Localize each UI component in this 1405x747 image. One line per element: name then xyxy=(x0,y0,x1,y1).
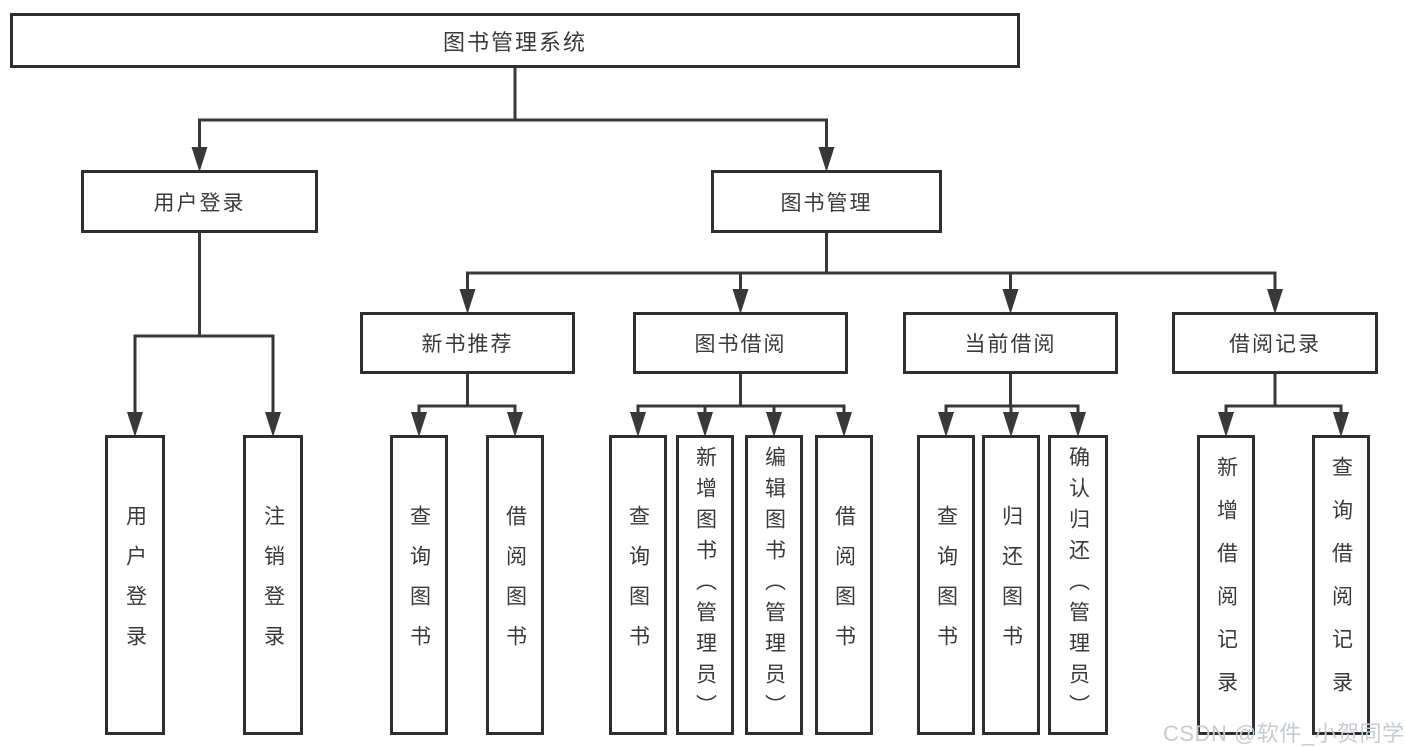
node-cur-query: 查询图书 xyxy=(917,435,975,735)
arrowhead-icon xyxy=(191,147,208,172)
arrowhead-icon xyxy=(1333,412,1349,437)
arrowhead-icon xyxy=(1002,289,1019,314)
node-login: 用户登录 xyxy=(81,170,318,233)
arrowhead-icon xyxy=(507,412,523,437)
node-bw-borrow: 借阅图书 xyxy=(815,435,873,735)
arrowhead-icon xyxy=(732,289,749,314)
node-cur-return: 归还图书 xyxy=(982,435,1040,735)
watermark: CSDN @软件_小贺同学 xyxy=(1163,721,1405,746)
node-records: 借阅记录 xyxy=(1172,312,1378,374)
node-rec2-query: 查询借阅记录 xyxy=(1312,435,1370,735)
arrowhead-icon xyxy=(1003,412,1019,437)
arrowhead-icon xyxy=(411,412,427,437)
node-login-logout: 注销登录 xyxy=(243,435,303,735)
node-login-user: 用户登录 xyxy=(105,435,165,735)
arrowhead-icon xyxy=(459,289,476,314)
arrowhead-icon xyxy=(1070,412,1086,437)
node-rec-borrow: 借阅图书 xyxy=(486,435,544,735)
arrowhead-icon xyxy=(697,412,713,437)
node-rec-query: 查询图书 xyxy=(390,435,448,735)
node-rec2-add: 新增借阅记录 xyxy=(1197,435,1255,735)
arrowhead-icon xyxy=(630,412,646,437)
node-rec: 新书推荐 xyxy=(360,312,575,374)
node-bw-query: 查询图书 xyxy=(609,435,667,735)
node-current: 当前借阅 xyxy=(903,312,1118,374)
arrowhead-icon xyxy=(1218,412,1234,437)
node-root: 图书管理系统 xyxy=(10,13,1020,68)
arrowhead-icon xyxy=(265,412,281,437)
arrowhead-icon xyxy=(938,412,954,437)
arrowhead-icon xyxy=(1267,289,1283,314)
arrowhead-icon xyxy=(127,412,143,437)
node-cur-confirm: 确认归还（管理员） xyxy=(1048,435,1108,735)
arrowhead-icon xyxy=(766,412,782,437)
node-mgmt: 图书管理 xyxy=(711,170,942,233)
node-bw-edit: 编辑图书（管理员） xyxy=(745,435,803,735)
arrowhead-icon xyxy=(836,412,852,437)
arrowhead-icon xyxy=(818,147,835,172)
node-bw-add: 新增图书（管理员） xyxy=(676,435,734,735)
node-borrow: 图书借阅 xyxy=(633,312,848,374)
